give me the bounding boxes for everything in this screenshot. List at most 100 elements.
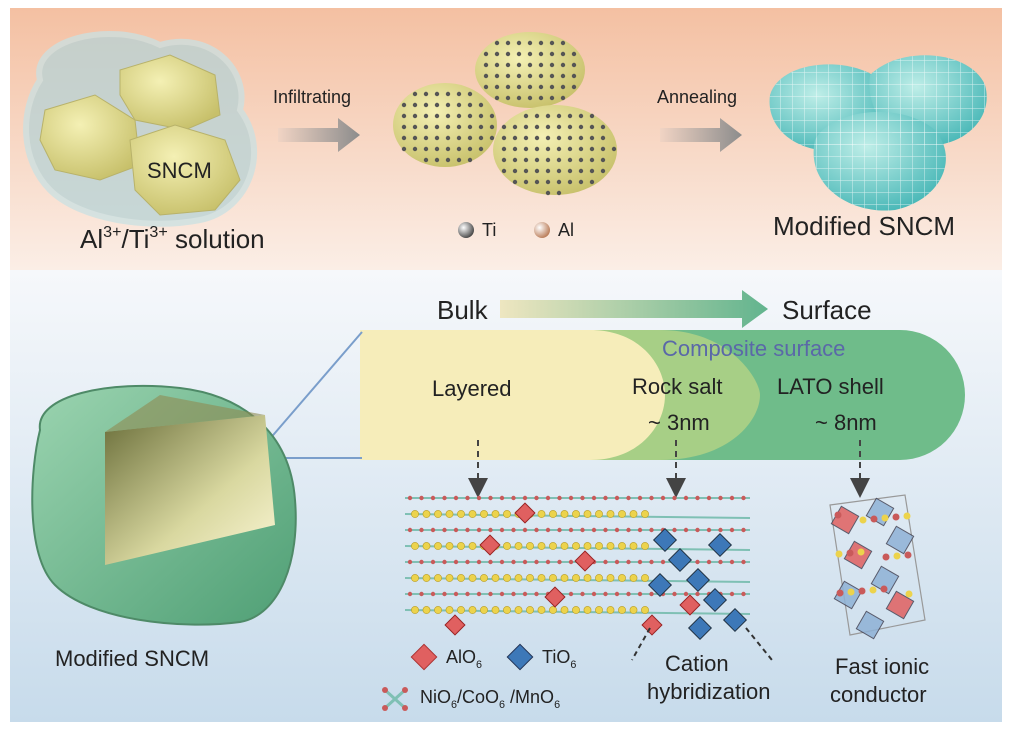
- ti-dot: [589, 179, 595, 185]
- li-atom: [560, 574, 569, 582]
- ti-dot: [549, 51, 555, 57]
- oxygen-atom: [522, 527, 528, 533]
- li-atom: [618, 606, 626, 614]
- ti-dot: [467, 91, 473, 97]
- oxygen-atom: [741, 591, 746, 597]
- oxygen-atom: [706, 527, 712, 533]
- rocksalt-label: Rock salt: [632, 374, 723, 399]
- legend-al-dot: [534, 222, 550, 238]
- tio6-octahedron: [667, 547, 693, 573]
- oxygen-atom: [603, 591, 608, 597]
- li-atom: [549, 542, 557, 550]
- lato-crystal: [829, 494, 926, 640]
- li-atom: [572, 510, 580, 518]
- ti-dot: [478, 146, 484, 152]
- oxygen-atom: [683, 591, 689, 597]
- li-atom: [618, 574, 626, 582]
- oxygen-atom: [649, 559, 654, 565]
- li-atom: [445, 574, 454, 582]
- ti-dot: [578, 124, 584, 130]
- lato-atom: [903, 512, 911, 520]
- ti-dot: [478, 102, 484, 108]
- oxygen-atom: [465, 591, 470, 597]
- ti-dot: [494, 62, 500, 68]
- lato-polyhedron: [855, 610, 885, 640]
- ti-dot: [434, 146, 440, 152]
- oxygen-atom: [649, 495, 654, 501]
- cutaway-particle: [31, 384, 297, 626]
- ti-dot: [578, 179, 584, 185]
- ti-dot: [456, 113, 462, 119]
- oxygen-atom: [522, 591, 528, 597]
- ti-dot: [456, 157, 462, 163]
- oxygen-atom: [695, 559, 700, 565]
- oxygen-atom: [442, 495, 447, 501]
- annealing-label: Annealing: [657, 87, 738, 107]
- oxygen-atom: [488, 495, 493, 501]
- ti-dot: [434, 157, 440, 163]
- oxygen-atom: [603, 527, 608, 533]
- oxygen-atom: [511, 559, 516, 565]
- ti-dot: [556, 135, 562, 141]
- ti-dot: [545, 168, 551, 174]
- legend-ti-dot: [458, 222, 474, 238]
- oxygen-atom: [453, 591, 459, 597]
- ti-dot: [516, 95, 522, 101]
- ti-dot: [489, 113, 495, 119]
- oxygen-atom: [603, 559, 608, 565]
- ti-dot: [456, 146, 462, 152]
- ti-dot: [434, 91, 440, 97]
- oxygen-atom: [557, 527, 562, 533]
- oxygen-atom: [430, 495, 436, 501]
- li-atom: [537, 574, 546, 582]
- layer-band: [360, 330, 965, 460]
- ti-dot: [501, 124, 507, 130]
- ti-dot: [494, 84, 500, 90]
- ti-dot: [434, 124, 440, 130]
- lato-atom: [857, 548, 865, 556]
- ti-dot: [549, 40, 555, 46]
- ti-dot: [589, 135, 595, 141]
- ti-dot: [445, 135, 451, 141]
- li-atom: [606, 574, 615, 582]
- li-atom: [560, 606, 569, 614]
- ti-dot: [512, 124, 518, 130]
- oxygen-atom: [465, 527, 470, 533]
- infiltrating-label: Infiltrating: [273, 87, 352, 107]
- li-atom: [606, 542, 615, 550]
- ti-dot: [478, 124, 484, 130]
- ti-dot: [523, 179, 529, 185]
- li-atom: [618, 542, 626, 550]
- ti-dot: [538, 95, 544, 101]
- ti-dot: [560, 95, 566, 101]
- ti-dot: [600, 168, 606, 174]
- lato-atom: [893, 552, 901, 560]
- li-atom: [514, 542, 523, 550]
- li-atom: [606, 606, 615, 614]
- legend-al-label: Al: [558, 220, 575, 240]
- ti-dot: [501, 157, 507, 163]
- ti-dot: [512, 146, 518, 152]
- ti-dot: [589, 157, 595, 163]
- ti-dot: [571, 62, 577, 68]
- ti-dot: [516, 40, 522, 46]
- oxygen-atom: [695, 527, 700, 533]
- ti-dot: [556, 113, 562, 119]
- oxygen-atom: [660, 495, 666, 501]
- ti-dot: [567, 168, 573, 174]
- li-atom: [422, 510, 431, 518]
- oxygen-atom: [672, 495, 677, 501]
- ti-dot: [560, 84, 566, 90]
- li-atom: [618, 510, 626, 518]
- oxygen-atom: [729, 527, 735, 533]
- oxygen-atom: [614, 559, 620, 565]
- annealed-particles-group: [769, 55, 987, 211]
- oxygen-atom: [637, 559, 643, 565]
- ti-dot: [538, 40, 544, 46]
- ti-dot: [505, 84, 511, 90]
- solution-label: Al3+/Ti3+ solution: [80, 223, 265, 254]
- oxygen-atom: [614, 495, 620, 501]
- ti-dot: [527, 95, 533, 101]
- oxygen-atom: [442, 559, 447, 565]
- oxygen-atom: [649, 527, 654, 533]
